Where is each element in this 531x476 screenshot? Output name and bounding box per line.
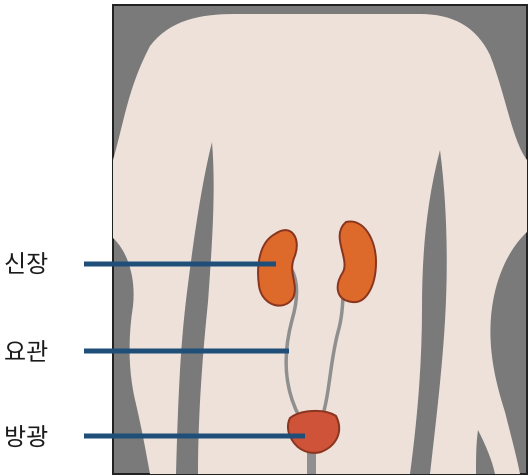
ureter-label: 요관 xyxy=(4,338,48,366)
bladder-label: 방광 xyxy=(4,423,48,451)
torso-silhouette xyxy=(113,14,527,474)
kidney-label: 신장 xyxy=(4,250,48,278)
